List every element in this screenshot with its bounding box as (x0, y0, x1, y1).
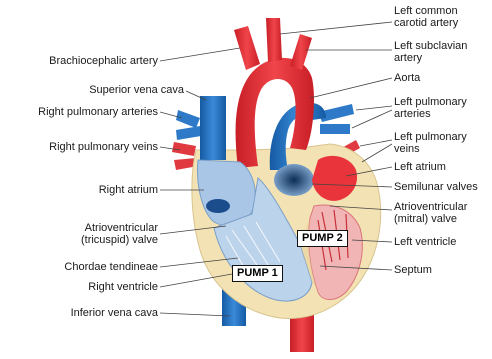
label-septum: Septum (394, 264, 432, 276)
label-brachiocephalic-artery: Brachiocephalic artery (49, 55, 158, 67)
label-right-ventricle: Right ventricle (88, 281, 158, 293)
label-chordae-tendineae: Chordae tendineae (64, 261, 158, 273)
tricuspid-opening (206, 199, 230, 213)
label-av-mitral-line1: Atrioventricular (394, 201, 467, 213)
label-aorta: Aorta (394, 72, 420, 84)
label-left-common-carotid-line1: Left common (394, 5, 458, 17)
left-subclavian-vessel (290, 34, 312, 70)
label-left-pulmonary-veins-line2: veins (394, 143, 420, 155)
label-av-tricuspid-line2: (tricuspid) valve (81, 234, 158, 246)
label-superior-vena-cava: Superior vena cava (89, 84, 184, 96)
pump-1-badge: PUMP 1 (232, 265, 283, 282)
label-left-pulmonary-veins-line1: Left pulmonary (394, 131, 467, 143)
label-inferior-vena-cava: Inferior vena cava (71, 307, 158, 319)
label-left-common-carotid-line2: carotid artery (394, 17, 458, 29)
label-left-subclavian-line2: artery (394, 52, 422, 64)
label-av-tricuspid-line1: Atrioventricular (85, 222, 158, 234)
label-right-pulmonary-veins: Right pulmonary veins (49, 141, 158, 153)
label-av-mitral-line2: (mitral) valve (394, 213, 457, 225)
superior-vena-cava-vessel (200, 96, 226, 160)
left-pulmonary-arteries-vessel (318, 104, 354, 134)
right-pulmonary-arteries-vessel (176, 110, 201, 140)
label-left-atrium: Left atrium (394, 161, 446, 173)
label-left-subclavian-line1: Left subclavian (394, 40, 467, 52)
label-right-pulmonary-arteries: Right pulmonary arteries (38, 106, 158, 118)
label-left-pulmonary-arteries-line2: arteries (394, 108, 431, 120)
left-common-carotid-vessel (266, 18, 282, 62)
pulmonary-valve-opening (274, 164, 314, 196)
label-left-ventricle: Left ventricle (394, 236, 456, 248)
label-semilunar-valves: Semilunar valves (394, 181, 478, 193)
pump-2-badge: PUMP 2 (297, 230, 348, 247)
label-right-atrium: Right atrium (99, 184, 158, 196)
label-left-pulmonary-arteries-line1: Left pulmonary (394, 96, 467, 108)
